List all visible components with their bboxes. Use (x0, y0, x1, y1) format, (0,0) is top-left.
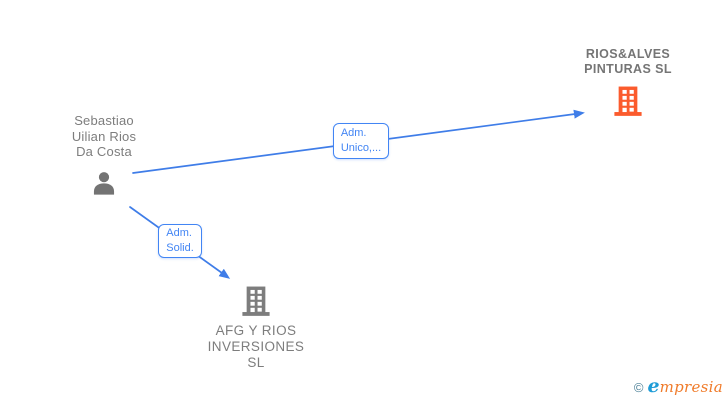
building-icon (239, 284, 273, 318)
empresia-logo[interactable]: © e mpresia (633, 375, 723, 397)
copyright-icon: © (633, 380, 644, 395)
building-icon (611, 84, 645, 118)
person-icon (87, 167, 121, 201)
empresia-logo-e: e (647, 375, 660, 397)
company-node-rios-alves-pinturas[interactable]: RIOS&ALVES PINTURAS SL (556, 47, 700, 118)
person-name: Sebastiao Uilian Rios Da Costa (71, 113, 137, 159)
edge-label-adm-solid[interactable]: Adm. Solid. (158, 224, 202, 258)
company-name: RIOS&ALVES PINTURAS SL (584, 47, 672, 76)
empresia-logo-text: mpresia (659, 378, 723, 396)
person-node[interactable]: Sebastiao Uilian Rios Da Costa (37, 113, 171, 201)
edge-label-adm-unico[interactable]: Adm. Unico,... (333, 123, 389, 159)
company-node-afg-y-rios-inversiones[interactable]: AFG Y RIOS INVERSIONES SL (186, 284, 326, 371)
company-name: AFG Y RIOS INVERSIONES SL (207, 323, 305, 370)
